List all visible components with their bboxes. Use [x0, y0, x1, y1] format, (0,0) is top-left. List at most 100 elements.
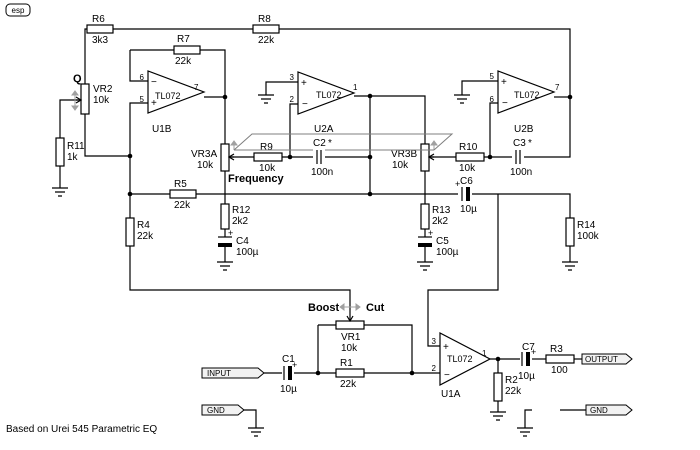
pin-polarity-label: −: [302, 99, 308, 110]
ground-symbols: [52, 94, 586, 437]
components-r11-value-label: 1k: [67, 152, 79, 163]
components-r2-value-label: 22k: [505, 386, 522, 397]
opamps-u2a-ref-label: U2A: [314, 124, 334, 135]
junction-dots: [127, 93, 573, 376]
opamps-u1a-ref-label: U1A: [441, 389, 461, 400]
esp-logo: esp: [5, 3, 31, 17]
components-c2-mark-label: *: [328, 138, 332, 149]
opamp-u2a: + − TL072 3 2 1 U2A: [290, 71, 358, 135]
resistor-r4: R4 22k: [125, 217, 154, 247]
components-c3-value-label: 100n: [510, 167, 532, 178]
wires: [59, 28, 582, 412]
polarity-mark-label: +: [228, 228, 233, 238]
components-c3-mark-label: *: [528, 138, 532, 149]
resistor-r10: R10 10k: [455, 142, 485, 174]
components-vr2-ref-label: VR2: [93, 84, 113, 95]
components-vr3a-ref-label: VR3A: [191, 149, 217, 160]
resistor-r8: R8 22k: [252, 14, 280, 46]
opamps-u2b-ref-label: U2B: [514, 124, 534, 135]
components-r12-ref-label: R12: [232, 205, 251, 216]
esp-logo-text: esp: [12, 6, 25, 15]
components-r14-value-label: 100k: [577, 231, 600, 242]
components-c2-ref-label: C2: [313, 138, 326, 149]
components-c6-ref-label: C6: [460, 176, 473, 187]
capacitor-c5: + C5 100µ: [418, 228, 459, 258]
resistor-r12: R12 2k2: [220, 203, 251, 230]
opamp-u1b: − + TL072 6 5 7 U1B: [140, 70, 206, 135]
resistor-r1: R1 22k: [335, 358, 365, 390]
components-r3-ref-label: R3: [550, 344, 563, 355]
opamps-u1a-minus-pin-label: 2: [432, 364, 437, 373]
capacitor-c4: + C4 100µ: [218, 228, 259, 258]
gnd-port-left: GND: [201, 404, 245, 416]
polarity-mark-label: +: [292, 360, 297, 370]
pin-polarity-label: +: [301, 78, 307, 89]
components-c2-value-label: 100n: [311, 167, 333, 178]
opamps-u1b-plus-pin-label: 5: [140, 95, 145, 104]
resistor-r2: R2 22k: [493, 372, 522, 402]
components-vr3b-ref-label: VR3B: [391, 149, 417, 160]
potentiometer-vr3a: VR3A 10k: [191, 140, 238, 172]
components-vr2-value-label: 10k: [93, 95, 110, 106]
capacitor-c6: + C6 10µ: [455, 176, 477, 215]
output-port: OUTPUT: [581, 353, 633, 365]
opamp-u2b: + − TL072 5 6 7 U2B: [490, 70, 560, 135]
ports-output-label: OUTPUT: [585, 355, 618, 364]
components-r10-value-label: 10k: [459, 163, 476, 174]
opamps-u1b-ref-label: U1B: [152, 124, 172, 135]
potentiometer-vr3b: VR3B 10k: [391, 140, 438, 172]
components-r8-ref-label: R8: [258, 14, 271, 25]
components-c5-ref-label: C5: [436, 236, 449, 247]
opamps-u1b-type-label: TL072: [155, 91, 181, 101]
components-r6-ref-label: R6: [92, 14, 105, 25]
polarity-mark-label: +: [531, 347, 536, 357]
pin-polarity-label: +: [443, 342, 449, 353]
pin-polarity-label: +: [151, 98, 157, 109]
components-c7-value-label: 10µ: [518, 371, 535, 382]
components-r4-ref-label: R4: [137, 220, 150, 231]
opamps-u2b-out-pin-label: 7: [555, 83, 560, 92]
components-c4-value-label: 100µ: [236, 247, 259, 258]
resistor-r6: R6 3k3: [86, 14, 114, 46]
components-r14-ref-label: R14: [577, 220, 596, 231]
components-c1-value-label: 10µ: [280, 384, 297, 395]
frequency-gang-linkage: Frequency: [228, 133, 454, 185]
components-r3-value-label: 100: [551, 365, 568, 376]
components-r7-value-label: 22k: [175, 56, 192, 67]
components-r9-ref-label: R9: [260, 142, 273, 153]
polarity-mark-label: +: [428, 228, 433, 238]
opamps-u1b-minus-pin-label: 6: [140, 73, 145, 82]
components-c1-ref-label: C1: [282, 354, 295, 365]
polarity-mark-label: +: [455, 179, 460, 189]
components-c5-value-label: 100µ: [436, 247, 459, 258]
gnd-port-right: GND: [585, 404, 633, 416]
opamps-u2b-plus-pin-label: 5: [490, 72, 495, 81]
components-vr1-ref-label: VR1: [341, 332, 361, 343]
components-r2-ref-label: R2: [505, 375, 518, 386]
input-port: INPUT: [201, 367, 265, 379]
resistor-r3: R3 100: [545, 344, 575, 376]
resistor-r13: R13 2k2: [420, 203, 451, 230]
frequency-control-label: Frequency: [228, 173, 285, 185]
resistor-r11: R11 1k: [55, 137, 85, 167]
components-r8-value-label: 22k: [258, 35, 275, 46]
opamps-u1a-out-pin-label: 1: [482, 349, 487, 358]
components-r1-value-label: 22k: [340, 379, 357, 390]
capacitor-c1: + C1 10µ: [280, 354, 297, 395]
pin-polarity-label: −: [444, 370, 450, 381]
resistor-r14: R14 100k: [565, 217, 600, 247]
pin-polarity-label: −: [502, 98, 508, 109]
cut-label: Cut: [366, 302, 385, 314]
components-r7-ref-label: R7: [177, 34, 190, 45]
pin-polarity-label: −: [151, 77, 157, 88]
components-r10-ref-label: R10: [459, 142, 478, 153]
components-c6-value-label: 10µ: [460, 204, 477, 215]
opamps-u2a-minus-pin-label: 2: [290, 95, 295, 104]
opamps-u2a-plus-pin-label: 3: [290, 73, 295, 82]
components-r12-value-label: 2k2: [232, 216, 249, 227]
opamps-u1a-type-label: TL072: [447, 354, 473, 364]
components-r5-value-label: 22k: [174, 200, 191, 211]
caption: Based on Urei 545 Parametric EQ: [6, 424, 157, 435]
resistor-r9: R9 10k: [253, 142, 283, 174]
